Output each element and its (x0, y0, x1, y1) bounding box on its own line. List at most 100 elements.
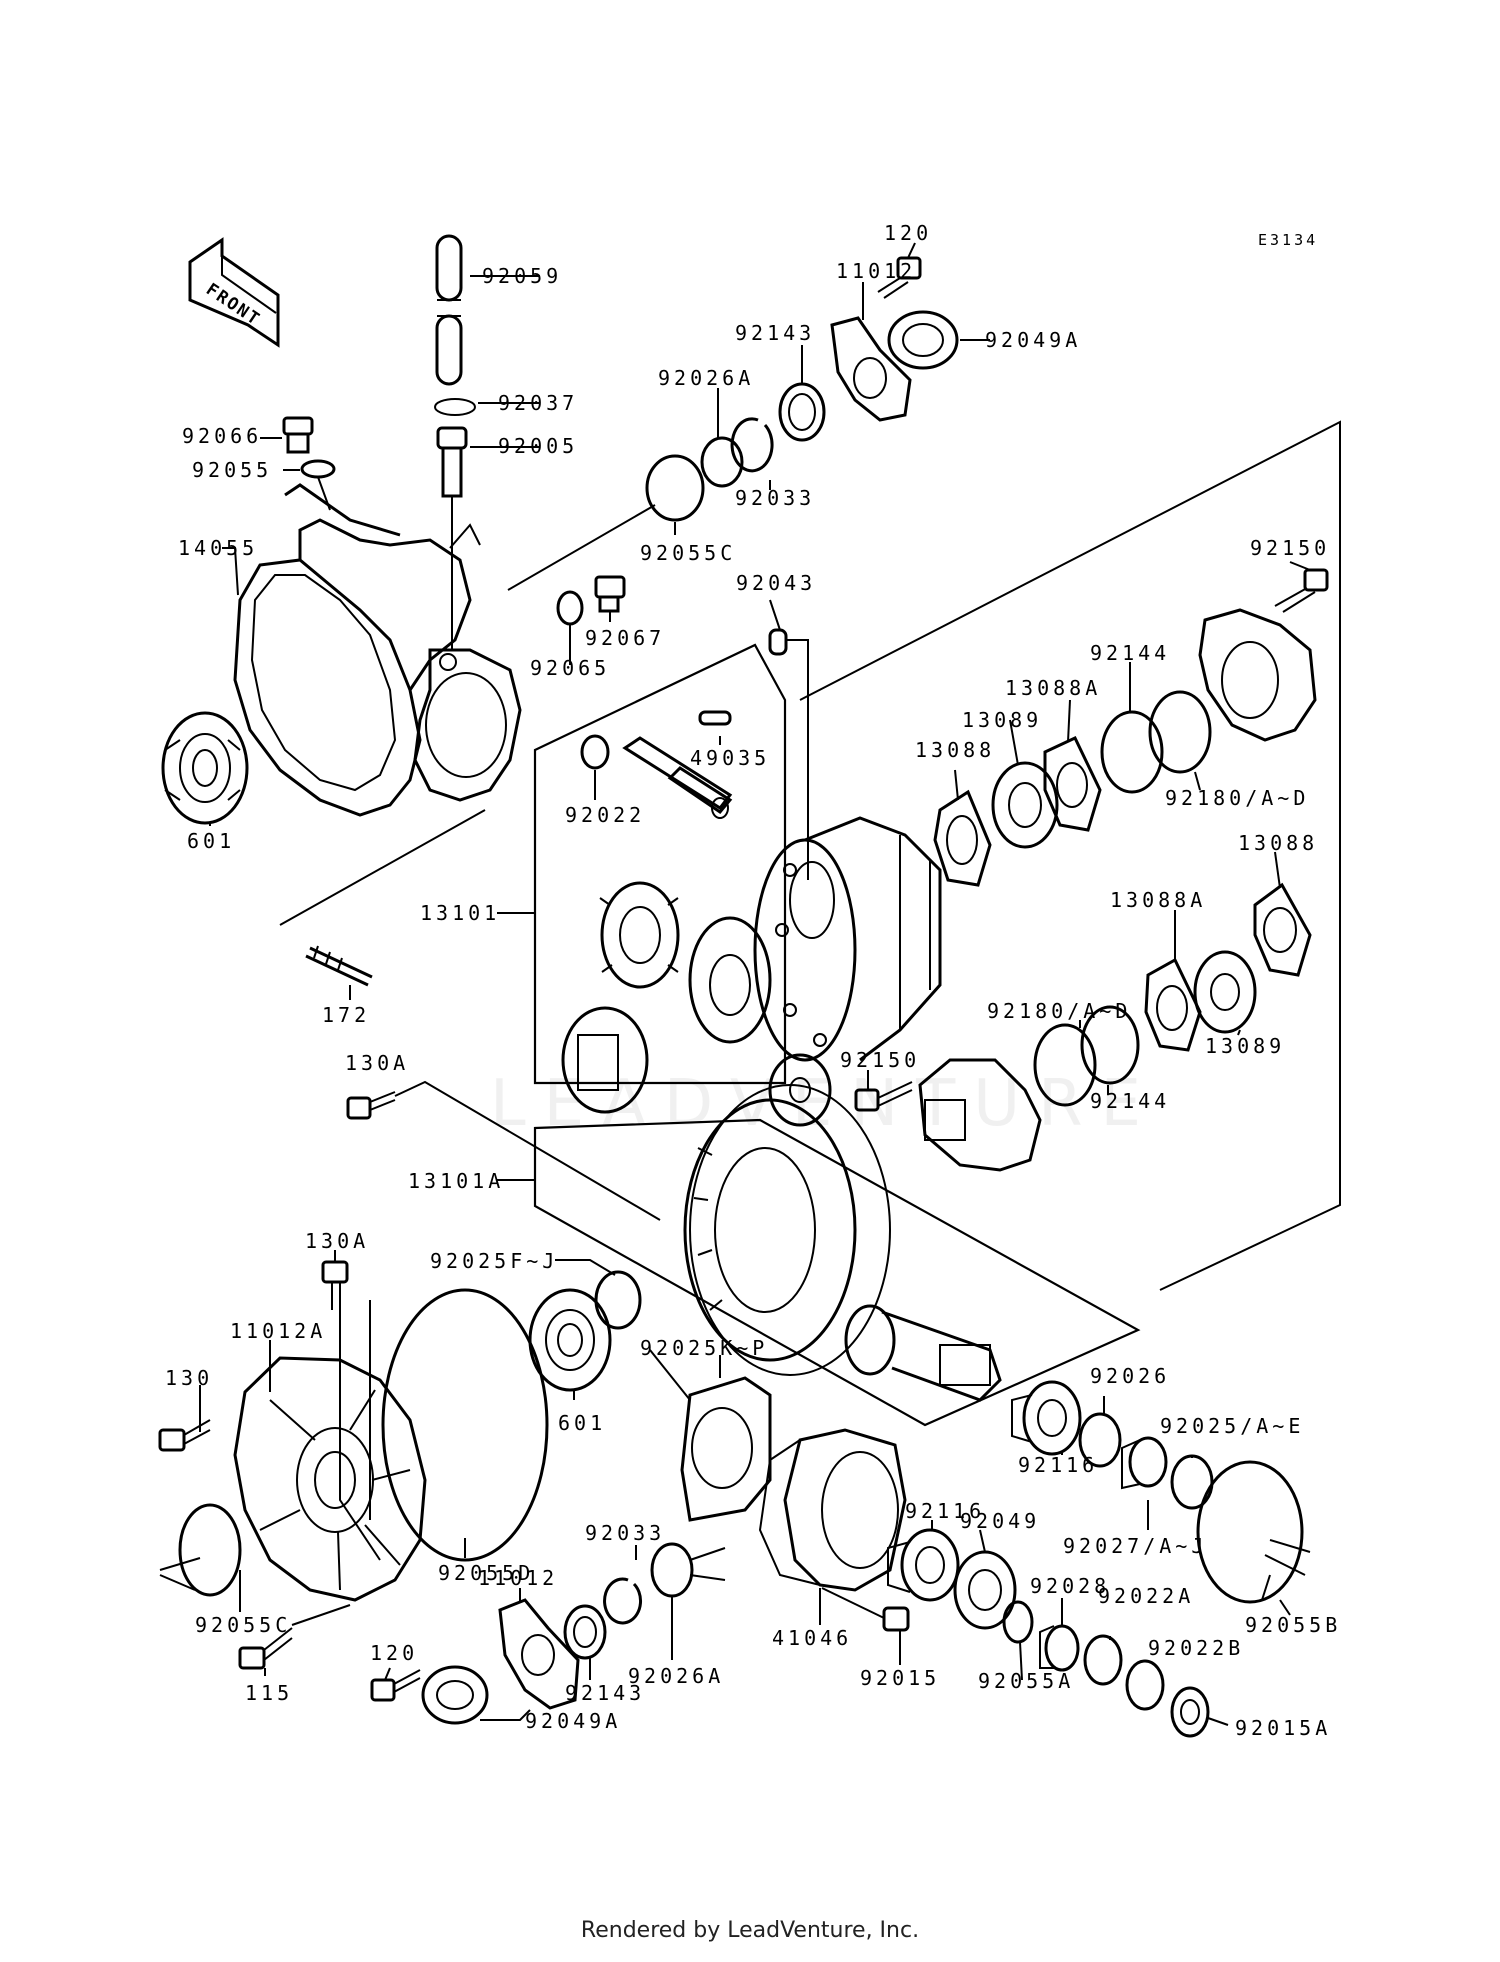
callout-92055A: 92055A (978, 1669, 1074, 1693)
washer-13089-top (991, 761, 1059, 849)
o-ring-92055D (381, 1288, 549, 1562)
collar-92028 (1039, 1624, 1080, 1672)
callout-92033-bot: 92033 (585, 1521, 665, 1545)
callout-92037: 92037 (498, 391, 578, 415)
washer-92026A-top (700, 436, 744, 488)
callout-13088A-right: 13088A (1110, 888, 1206, 912)
callout-13089-right: 13089 (1205, 1034, 1285, 1058)
bearing-601-top (161, 711, 249, 825)
shim-13088A-top (1043, 736, 1102, 832)
callout-92049A-bot: 92049A (525, 1709, 621, 1733)
callout-labels: 120 11012 92059 92143 92049A 92026A 9203… (165, 221, 1341, 1740)
callout-120-top: 120 (884, 221, 932, 245)
bolt-130 (158, 1419, 211, 1452)
callout-115: 115 (245, 1681, 293, 1705)
callout-130A-top: 130A (345, 1051, 409, 1075)
shim-13088-right (1253, 882, 1312, 977)
callout-92150-mid: 92150 (840, 1048, 920, 1072)
shim-13088A-right (1144, 957, 1202, 1052)
pinion-gear-shaft (844, 1304, 1002, 1402)
callout-92022B: 92022B (1148, 1636, 1244, 1660)
callout-92144-top: 92144 (1090, 641, 1170, 665)
callout-92049: 92049 (960, 1509, 1040, 1533)
callout-92015A: 92015A (1235, 1716, 1331, 1740)
callout-92026A-top: 92026A (658, 366, 754, 390)
callout-92015: 92015 (860, 1666, 940, 1690)
coupling-right-top (1198, 608, 1317, 742)
callout-92005: 92005 (498, 434, 578, 458)
o-ring-92055C-top (645, 454, 705, 522)
o-ring-92055C-bot (178, 1503, 242, 1597)
cover-11012-top (830, 316, 912, 422)
callout-41046: 41046 (772, 1626, 852, 1650)
callout-92116-upper: 92116 (1018, 1453, 1098, 1477)
callout-92026A-bot: 92026A (628, 1664, 724, 1688)
ring-gear-13101A (683, 1084, 891, 1376)
callout-13088A-top: 13088A (1005, 676, 1101, 700)
bearing-92116-lower (887, 1528, 960, 1602)
callout-92059: 92059 (482, 264, 562, 288)
callout-92025AE: 92025/A~E (1160, 1414, 1304, 1438)
callout-13088-right: 13088 (1238, 831, 1318, 855)
o-ring-92055A (1002, 1600, 1034, 1644)
circlip-92022 (580, 734, 610, 770)
bolt-92150-top (1274, 568, 1329, 613)
callout-92065: 92065 (530, 656, 610, 680)
oil-seal-92049A-bot (421, 1665, 489, 1725)
callout-92180-top: 92180/A~D (1165, 786, 1309, 810)
breather-pipe-92059 (435, 234, 463, 386)
o-ring-92055 (300, 459, 336, 479)
callout-130A-bot: 130A (305, 1229, 369, 1253)
cover-11012-bot (498, 1598, 580, 1710)
callout-14055: 14055 (178, 536, 258, 560)
callout-92022A: 92022A (1098, 1584, 1194, 1608)
differential-case (753, 816, 942, 1062)
circlip-92033-bot (603, 1577, 643, 1625)
shim-13088-top (933, 789, 992, 887)
assembly-outline (799, 420, 1341, 1291)
callout-11012-top: 11012 (836, 259, 916, 283)
callout-92150-top: 92150 (1250, 536, 1330, 560)
callout-92180-mid: 92180/A~D (987, 999, 1131, 1023)
callout-601-bot: 601 (558, 1411, 606, 1435)
callout-92026: 92026 (1090, 1364, 1170, 1388)
coupling-mid (918, 1058, 1042, 1172)
callout-92144-mid: 92144 (1090, 1089, 1170, 1113)
nut-92015A (1170, 1686, 1210, 1738)
bolt-130A-bot (321, 1260, 349, 1310)
callout-92028: 92028 (1030, 1574, 1110, 1598)
callout-13101: 13101 (420, 901, 500, 925)
front-arrow-icon (188, 237, 280, 348)
washer-92022B (1125, 1659, 1165, 1711)
callout-92055B: 92055B (1245, 1613, 1341, 1637)
callout-92049A-top: 92049A (985, 328, 1081, 352)
bevel-gear-housing-41046 (758, 1428, 907, 1592)
o-ring-92055B (1196, 1460, 1304, 1604)
callout-92055C-bot: 92055C (195, 1613, 291, 1637)
washer-92065 (556, 590, 584, 626)
callout-13088-top: 13088 (915, 738, 995, 762)
thrust-washer (768, 1053, 832, 1127)
bearing-92116-upper (1011, 1380, 1082, 1456)
callout-92027: 92027/A~J (1063, 1534, 1207, 1558)
callout-92033-top: 92033 (735, 486, 815, 510)
lock-washer-92022A (1083, 1634, 1123, 1686)
callout-92055D: 92055D (438, 1561, 534, 1585)
circlip-92033-top (730, 417, 774, 473)
callout-92143-top: 92143 (735, 321, 815, 345)
render-credit: Rendered by LeadVenture, Inc. (580, 1918, 920, 1943)
callout-92025KP: 92025K~P (640, 1336, 768, 1360)
front-label: FRONT (202, 280, 264, 331)
callout-92066: 92066 (182, 424, 262, 448)
bevel-gear-mid (688, 916, 772, 1044)
washer-92026A-bot (650, 1542, 694, 1598)
nut-92015 (882, 1606, 910, 1632)
shim-92025FJ (594, 1270, 642, 1330)
callout-601-top: 601 (187, 829, 235, 853)
fitting-92005 (436, 426, 468, 650)
callout-92025FJ: 92025F~J (430, 1249, 558, 1273)
washer-92026 (1078, 1412, 1122, 1468)
differential-group-box (533, 643, 787, 1085)
shim-92144-mid (1080, 1005, 1140, 1085)
leader-lines (199, 242, 1311, 1726)
